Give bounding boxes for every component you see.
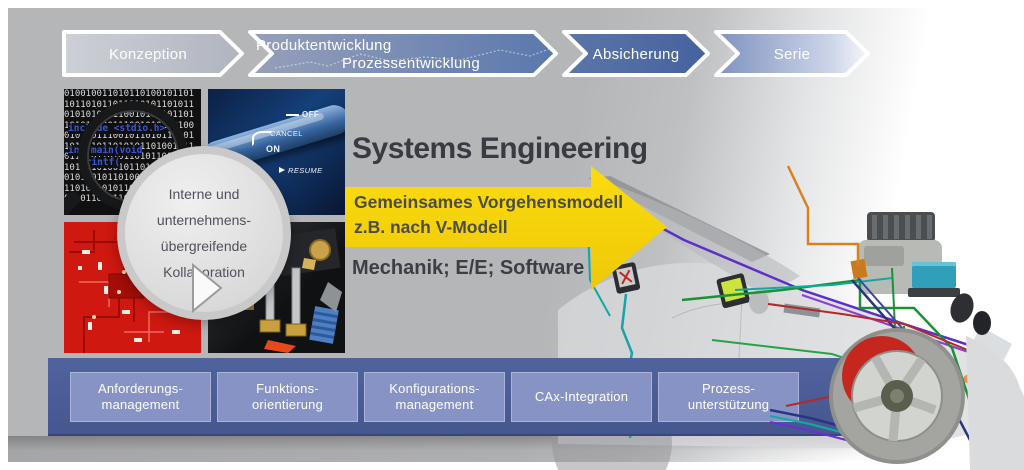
disciplines-text: Mechanik; E/E; Software — [352, 257, 585, 279]
cancel-indicator-arc — [252, 131, 272, 146]
stage-label-serie: Serie — [774, 46, 811, 63]
capability-funktionsorientierung: Funktions- orientierung — [217, 372, 358, 422]
stage-produktentwicklung — [248, 30, 558, 77]
label-off: OFF — [302, 110, 320, 119]
resume-arrow-icon — [279, 167, 285, 173]
yellow-arrow — [345, 166, 667, 290]
cursor-icon — [192, 262, 223, 314]
stage-konzeption — [62, 30, 244, 77]
capability-label: unterstützung — [687, 397, 770, 412]
binary-row: 010010011010110100101101 — [64, 89, 195, 99]
collab-line: übergreifende — [160, 238, 248, 254]
capability-bar: Anforderungs- management Funktions- orie… — [48, 358, 906, 436]
capability-label: orientierung — [251, 397, 324, 412]
reservoirs — [950, 293, 991, 335]
stage-label-prozessentwicklung: Prozessentwicklung — [342, 55, 480, 72]
vorgehensmodell-line1: Gemeinsames Vorgehensmodell — [354, 192, 624, 212]
stage-label-konzeption: Konzeption — [109, 46, 187, 63]
capability-prozessunterstuetzung: Prozess- unterstützung — [658, 372, 799, 422]
front-wheel — [829, 328, 965, 464]
capability-label: Konfigurations- — [389, 381, 480, 396]
collab-line: Kollaboration — [163, 264, 245, 280]
battery — [908, 262, 960, 297]
capability-anforderungsmanagement: Anforderungs- management — [70, 372, 211, 422]
process-flow: Konzeption Produktentwicklung Prozessent… — [62, 30, 870, 77]
collab-line: Interne und — [168, 186, 240, 202]
label-on: ON — [266, 144, 281, 154]
capability-label: Funktions- — [256, 381, 319, 396]
capability-label: Prozess- — [702, 381, 755, 396]
page-title: Systems Engineering — [352, 132, 648, 165]
label-cancel: CANCEL — [270, 129, 303, 138]
capability-konfigurationsmanagement: Konfigurations- management — [364, 372, 505, 422]
off-indicator-line — [286, 114, 299, 116]
vorgehensmodell-text: Gemeinsames Vorgehensmodell z.B. nach V-… — [354, 190, 623, 240]
capability-label: Anforderungs- — [98, 381, 183, 396]
label-resume: RESUME — [288, 166, 323, 175]
capability-label: management — [395, 397, 474, 412]
stage-label-absicherung: Absicherung — [593, 46, 680, 63]
collab-line: unternehmens- — [156, 212, 252, 228]
stage-serie — [714, 30, 870, 77]
stage-absicherung — [562, 30, 710, 77]
capability-label: management — [101, 397, 180, 412]
capability-label: CAx-Integration — [534, 389, 629, 404]
capability-cax-integration: CAx-Integration — [511, 372, 652, 422]
vorgehensmodell-line2: z.B. nach V-Modell — [354, 217, 508, 237]
stage-label-produktentwicklung: Produktentwicklung — [256, 37, 391, 54]
front-wheel-overlay — [770, 326, 1024, 470]
blue-connector — [309, 306, 339, 344]
front-body — [966, 336, 1024, 470]
trend-line-decoration — [274, 47, 553, 69]
